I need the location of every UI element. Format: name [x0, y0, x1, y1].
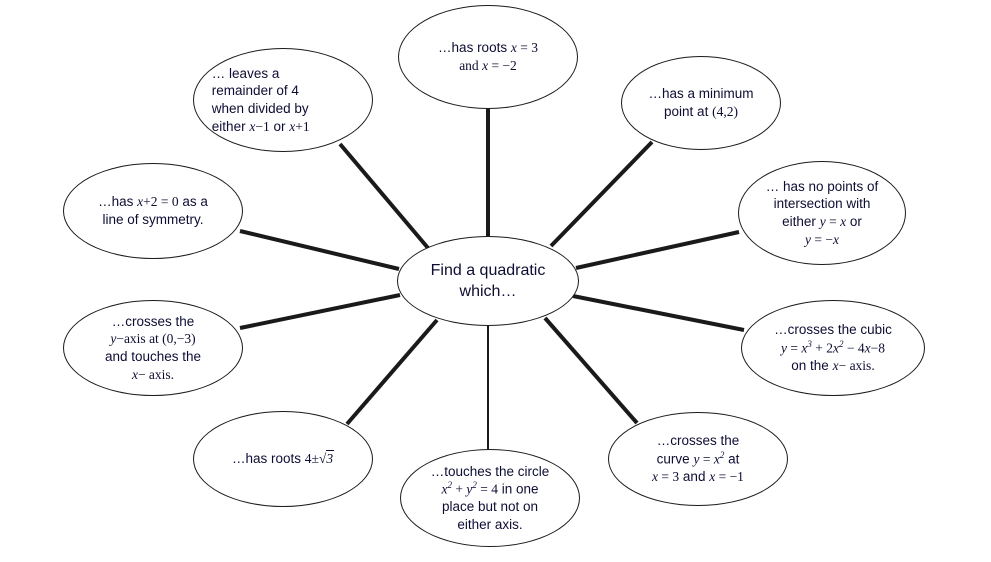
- branch-node-roots-4-plus-minus-root-3[interactable]: …has roots 4±√3: [193, 411, 373, 507]
- connector-line-crosses-y-axis-touches-x-axis: [239, 293, 401, 330]
- connector-line-minimum-point-4-2: [549, 140, 654, 248]
- connector-line-remainder-of-4: [338, 142, 430, 250]
- center-node-label: Find a quadratic which…: [430, 261, 546, 300]
- connector-line-roots-4-plus-minus-root-3: [345, 318, 439, 426]
- connector-line-line-of-symmetry: [239, 229, 400, 271]
- connector-line-no-points-of-intersection: [575, 230, 740, 270]
- center-node-find-a-quadratic[interactable]: Find a quadratic which…: [397, 236, 579, 326]
- branch-label-roots-4-plus-minus-root-3: …has roots 4±√3: [231, 450, 335, 467]
- connector-line-crosses-curve-y-equals-x-squared: [543, 316, 639, 425]
- connector-line-crosses-cubic-on-x-axis: [572, 294, 745, 332]
